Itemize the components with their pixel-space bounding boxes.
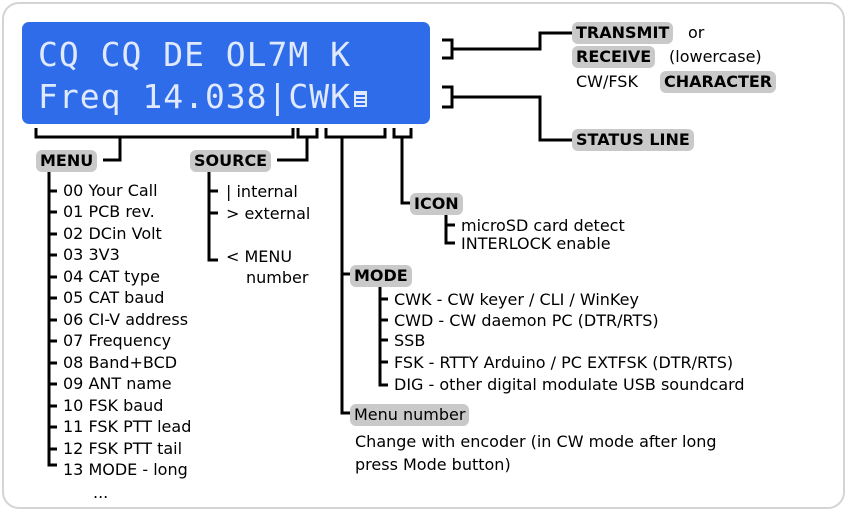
- line1-brace: [442, 38, 454, 60]
- icon-item: microSD card detect: [461, 216, 625, 235]
- mode-brace: [324, 128, 387, 139]
- line2-connector: [452, 95, 572, 142]
- icon-brace: [392, 128, 413, 139]
- mode-tag: MODE: [350, 265, 412, 287]
- source-tree: [207, 172, 218, 262]
- menu-item: 12 FSK PTT tail: [63, 439, 183, 458]
- source-brace: [296, 128, 319, 139]
- menu-item: 07 Frequency: [63, 331, 172, 350]
- icon-tree: [444, 214, 455, 245]
- menu-number-tag: Menu number: [350, 404, 470, 426]
- lcd-line-2-text: Freq 14.038|CWK: [38, 77, 352, 116]
- or-text: or: [688, 23, 705, 42]
- line1-connector: [452, 31, 572, 51]
- menu-number-connector: [340, 274, 350, 415]
- mode-item: FSK - RTTY Arduino / PC EXTFSK (DTR/RTS): [394, 353, 734, 372]
- menu-item: 10 FSK baud: [63, 396, 164, 415]
- icon-tag: ICON: [410, 193, 463, 215]
- cwfsk-text: CW/FSK: [576, 72, 638, 91]
- menu-item: 00 Your Call: [63, 181, 158, 200]
- mode-item: CWK - CW keyer / CLI / WinKey: [394, 290, 639, 309]
- source-connector: [277, 137, 309, 162]
- menu-number-desc-2: press Mode button): [355, 455, 511, 474]
- receive-tag: RECEIVE: [572, 46, 656, 68]
- mode-item: DIG - other digital modulate USB soundca…: [394, 375, 745, 394]
- menu-connector: [103, 137, 122, 162]
- menu-more: ...: [93, 483, 109, 502]
- character-tag: CHARACTER: [660, 71, 777, 93]
- menu-item: 11 FSK PTT lead: [63, 417, 192, 436]
- source-item: > external: [226, 204, 311, 223]
- lcd-line-1: CQ CQ DE OL7M K: [38, 35, 352, 74]
- lcd-line-2: Freq 14.038|CWK: [38, 77, 368, 116]
- lcd-display: CQ CQ DE OL7M K Freq 14.038|CWK: [22, 22, 430, 124]
- menu-item: 06 CI-V address: [63, 310, 189, 329]
- menu-tree-branches: [49, 189, 57, 451]
- mode-connector: [340, 137, 350, 276]
- status-line-tag: STATUS LINE: [572, 129, 694, 151]
- menu-item: 01 PCB rev.: [63, 202, 155, 221]
- icon-item: INTERLOCK enable: [461, 234, 611, 253]
- menu-tree-trunk: [47, 172, 57, 467]
- mode-item: SSB: [394, 331, 426, 350]
- source-tag: SOURCE: [190, 150, 272, 172]
- menu-number-desc-1: Change with encoder (in CW mode after lo…: [355, 432, 717, 451]
- mode-tree: [378, 287, 388, 387]
- menu-item: 08 Band+BCD: [63, 353, 178, 372]
- mode-item: CWD - CW daemon PC (DTR/RTS): [394, 311, 659, 330]
- menu-item: 02 DCin Volt: [63, 224, 162, 243]
- menu-item: 05 CAT baud: [63, 288, 165, 307]
- menu-item: 03 3V3: [63, 245, 120, 264]
- menu-item: 04 CAT type: [63, 267, 160, 286]
- menu-item: 09 ANT name: [63, 374, 172, 393]
- transmit-tag: TRANSMIT: [572, 22, 674, 44]
- icon-connector: [400, 137, 410, 205]
- source-item: | internal: [226, 182, 298, 201]
- lowercase-text: (lowercase): [669, 47, 762, 66]
- menu-tag: MENU: [36, 150, 98, 172]
- menu-brace: [34, 128, 295, 139]
- line2-brace: [442, 85, 454, 109]
- source-item: < MENU: [226, 247, 293, 266]
- source-number: number: [246, 268, 309, 287]
- menu-item: 13 MODE - long: [63, 460, 188, 479]
- sd-card-icon: [354, 91, 368, 107]
